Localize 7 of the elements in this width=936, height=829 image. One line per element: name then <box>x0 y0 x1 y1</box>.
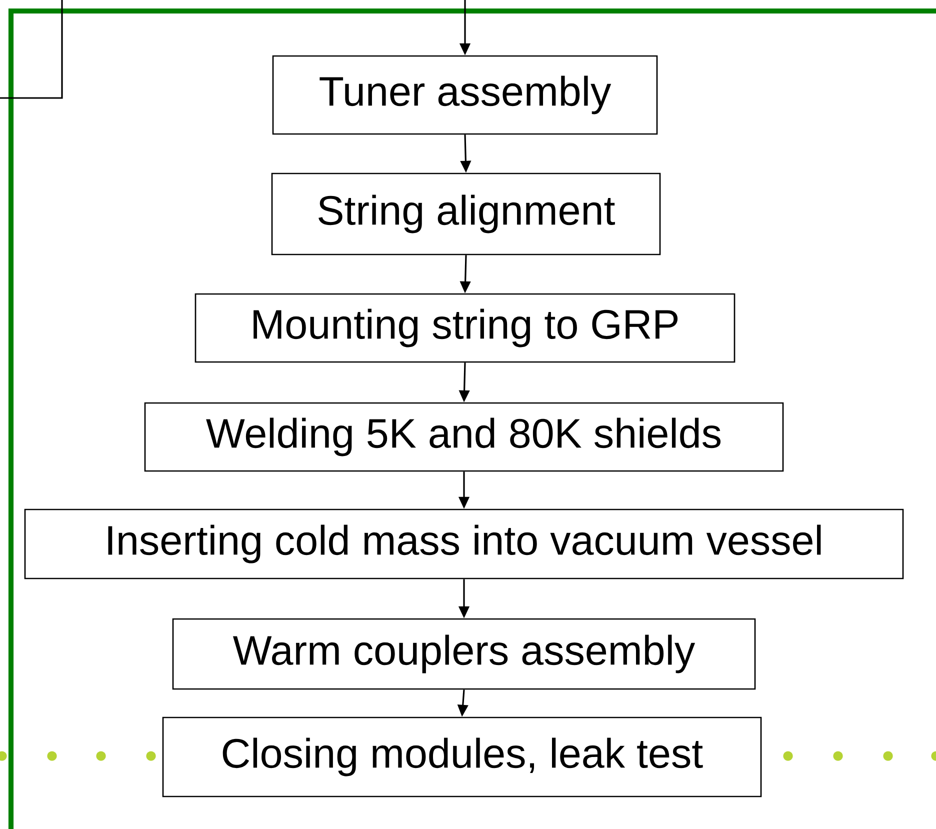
process-box: Inserting cold mass into vacuum vessel <box>24 508 904 580</box>
process-box: Warm couplers assembly <box>172 618 756 690</box>
process-box: Welding 5K and 80K shields <box>144 402 784 472</box>
process-box: String alignment <box>271 172 661 256</box>
process-box: Closing modules, leak test <box>162 716 762 798</box>
process-box: Mounting string to GRP <box>194 293 736 363</box>
process-box: Tuner assembly <box>272 55 658 135</box>
